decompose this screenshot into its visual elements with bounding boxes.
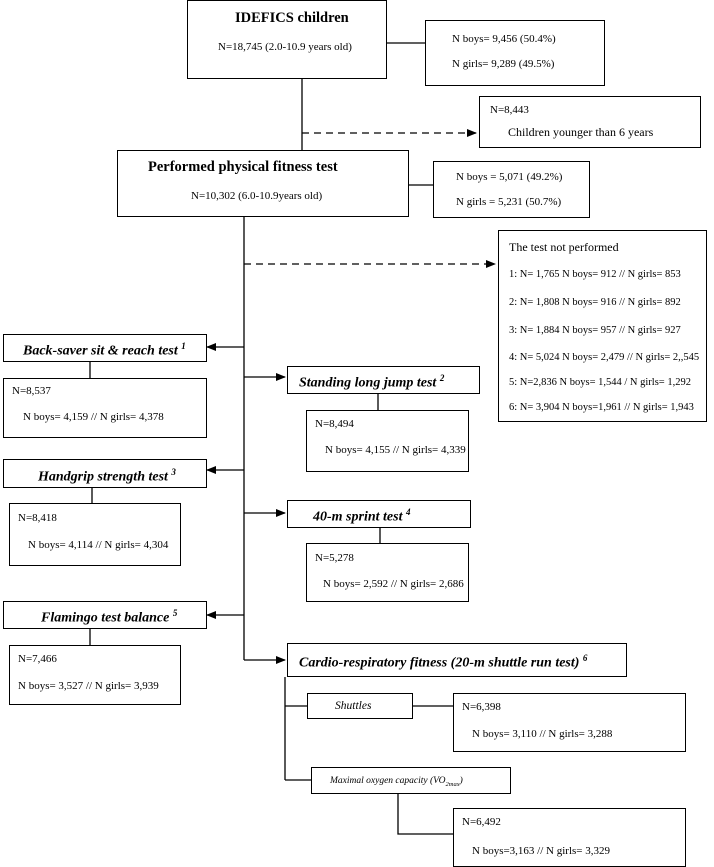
- younger-box: N=8,443 Children younger than 6 years: [479, 96, 701, 148]
- handgrip-label: Handgrip strength test 3: [38, 467, 176, 485]
- performed-title: Performed physical fitness test: [148, 159, 338, 175]
- root-boys: N boys= 9,456 (50.4%): [452, 33, 556, 45]
- long-jump-split: N boys= 4,155 // N girls= 4,339: [325, 444, 466, 456]
- flamingo-n: N=7,466: [18, 653, 57, 665]
- long-jump-n: N=8,494: [315, 418, 354, 430]
- not-performed-row: 2: N= 1,808 N boys= 916 // N girls= 892: [509, 297, 681, 308]
- not-performed-row: 3: N= 1,884 N boys= 957 // N girls= 927: [509, 325, 681, 336]
- not-performed-row: 6: N= 3,904 N boys=1,961 // N girls= 1,9…: [509, 402, 694, 413]
- root-girls: N girls= 9,289 (49.5%): [452, 58, 555, 70]
- sit-reach-n: N=8,537: [12, 385, 51, 397]
- shuttles-split: N boys= 3,110 // N girls= 3,288: [472, 728, 613, 740]
- vo2-result-connector: [397, 794, 453, 835]
- cardio-label: Cardio-respiratory fitness (20-m shuttle…: [299, 653, 588, 671]
- sprint-n: N=5,278: [315, 552, 354, 564]
- not-performed-title: The test not performed: [509, 240, 619, 254]
- handgrip-test-box: Handgrip strength test 3: [3, 459, 207, 488]
- shuttles-box: Shuttles: [307, 693, 413, 719]
- vo2-split: N boys=3,163 // N girls= 3,329: [472, 845, 610, 857]
- handgrip-split: N boys= 4,114 // N girls= 4,304: [28, 539, 169, 551]
- flamingo-split: N boys= 3,527 // N girls= 3,939: [18, 680, 159, 692]
- shuttles-n: N=6,398: [462, 701, 501, 713]
- sprint-label: 40-m sprint test 4: [313, 507, 411, 525]
- sprint-split: N boys= 2,592 // N girls= 2,686: [323, 578, 464, 590]
- long-jump-label: Standing long jump test 2: [299, 373, 445, 391]
- sit-reach-split: N boys= 4,159 // N girls= 4,378: [23, 411, 164, 423]
- sit-reach-test-box: Back-saver sit & reach test 1: [3, 334, 207, 362]
- shuttles-result-box: N=6,398 N boys= 3,110 // N girls= 3,288: [453, 693, 686, 752]
- performed-boys: N boys = 5,071 (49.2%): [456, 171, 563, 183]
- younger-label: Children younger than 6 years: [508, 125, 654, 139]
- performed-n: N=10,302 (6.0-10.9years old): [191, 190, 323, 202]
- not-performed-row: 5: N=2,836 N boys= 1,544 / N girls= 1,29…: [509, 377, 691, 388]
- flamingo-label: Flamingo test balance 5: [41, 608, 178, 626]
- root-box: IDEFICS children N=18,745 (2.0-10.9 year…: [187, 0, 387, 79]
- performed-box: Performed physical fitness test N=10,302…: [117, 150, 409, 217]
- flamingo-result-box: N=7,466 N boys= 3,527 // N girls= 3,939: [9, 645, 181, 705]
- flamingo-test-box: Flamingo test balance 5: [3, 601, 207, 629]
- sit-reach-label: Back-saver sit & reach test 1: [23, 341, 186, 359]
- handgrip-n: N=8,418: [18, 512, 57, 524]
- root-title: IDEFICS children: [235, 10, 349, 26]
- sprint-test-box: 40-m sprint test 4: [287, 500, 471, 528]
- sit-reach-result-box: N=8,537 N boys= 4,159 // N girls= 4,378: [3, 378, 207, 438]
- long-jump-result-box: N=8,494 N boys= 4,155 // N girls= 4,339: [306, 410, 469, 472]
- vo2-label: Maximal oxygen capacity (VO2max): [330, 776, 463, 788]
- not-performed-row: 4: N= 5,024 N boys= 2,479 // N girls= 2,…: [509, 352, 700, 363]
- shuttles-label: Shuttles: [335, 700, 372, 712]
- root-n: N=18,745 (2.0-10.9 years old): [218, 41, 352, 53]
- performed-sex-box: N boys = 5,071 (49.2%) N girls = 5,231 (…: [433, 161, 590, 218]
- handgrip-result-box: N=8,418 N boys= 4,114 // N girls= 4,304: [9, 503, 181, 566]
- sprint-result-box: N=5,278 N boys= 2,592 // N girls= 2,686: [306, 543, 469, 602]
- cardio-test-box: Cardio-respiratory fitness (20-m shuttle…: [287, 643, 627, 677]
- younger-n: N=8,443: [490, 104, 529, 116]
- not-performed-box: The test not performed 1: N= 1,765 N boy…: [498, 230, 707, 422]
- performed-girls: N girls = 5,231 (50.7%): [456, 196, 562, 208]
- long-jump-test-box: Standing long jump test 2: [287, 366, 480, 394]
- root-sex-box: N boys= 9,456 (50.4%) N girls= 9,289 (49…: [425, 20, 605, 86]
- vo2-n: N=6,492: [462, 816, 501, 828]
- vo2-result-box: N=6,492 N boys=3,163 // N girls= 3,329: [453, 808, 686, 867]
- not-performed-row: 1: N= 1,765 N boys= 912 // N girls= 853: [509, 269, 681, 280]
- vo2-box: Maximal oxygen capacity (VO2max): [311, 767, 511, 794]
